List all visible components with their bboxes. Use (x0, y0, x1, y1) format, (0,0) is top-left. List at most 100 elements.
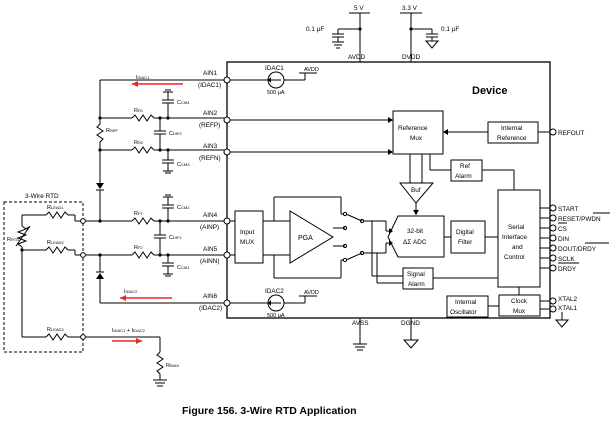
pin-din: DIN (558, 236, 569, 243)
svg-text:(IDAC1): (IDAC1) (198, 82, 221, 89)
ccm1-capacitor: CCM1 (162, 255, 190, 277)
svg-text:IDAC1: IDAC1 (265, 65, 284, 72)
right-pins: START RESET/PWDN CS DIN DOUT/DRDY SCLK D… (540, 204, 610, 273)
svg-text:AIN1: AIN1 (203, 70, 218, 77)
reference-mux-block: Reference Mux (392, 110, 444, 155)
protection-diode-2 (96, 255, 104, 303)
clock-mux-block: Clock Mux (498, 294, 541, 317)
svg-text:Filter: Filter (458, 239, 473, 246)
svg-text:Digital: Digital (456, 229, 474, 236)
internal-reference-block: Internal Reference (487, 121, 539, 144)
rtd-title: 3-Wire RTD (25, 193, 59, 200)
svg-text:RBIAS: RBIAS (166, 363, 179, 369)
figure-caption: Figure 156. 3-Wire RTD Application (182, 405, 357, 417)
cdif1-capacitor: CDIF1 (154, 221, 182, 255)
signal-alarm-block: Signal Alarm (402, 267, 434, 290)
svg-text:AVDD: AVDD (304, 67, 319, 73)
ground-avss: AVSS (352, 318, 369, 351)
svg-text:PGA: PGA (298, 235, 313, 242)
svg-text:AIN6: AIN6 (203, 293, 218, 300)
svg-text:Input: Input (240, 229, 254, 236)
svg-text:(REFN): (REFN) (199, 155, 221, 162)
pin-refout: REFOUT (558, 130, 584, 137)
cap-dvdd-label: 0.1 µF (441, 26, 459, 33)
cap-avdd-label: 0.1 µF (306, 26, 324, 33)
svg-text:RR1: RR1 (134, 108, 144, 114)
pin-ain3: AIN3 (REFN) (199, 143, 231, 162)
rlead3-resistor: RLEAD3 (45, 327, 69, 341)
svg-text:RRTD: RRTD (7, 237, 19, 243)
svg-text:AVDD: AVDD (304, 290, 319, 296)
ground-dgnd: DGND (401, 318, 420, 349)
pga-amp: PGA (289, 210, 334, 264)
rref-resistor: RREF (96, 118, 119, 150)
svg-text:Interface: Interface (502, 234, 527, 241)
rbias-resistor: RBIAS (153, 337, 179, 387)
svg-text:CCM1: CCM1 (177, 265, 190, 271)
svg-text:Buf: Buf (411, 187, 421, 194)
svg-text:RLEAD2: RLEAD2 (47, 240, 64, 246)
pin-cs: CS (558, 226, 567, 233)
device-title: Device (472, 85, 507, 97)
svg-text:AIN5: AIN5 (203, 246, 218, 253)
svg-text:Clock: Clock (511, 298, 528, 305)
idac2-source: IDAC2 AVDD 500 µA (230, 288, 319, 319)
serial-interface-block: Serial Interface and Control (497, 189, 541, 288)
ccm4-capacitor: CCM4 (162, 89, 190, 118)
svg-text:AIN2: AIN2 (203, 110, 218, 117)
svg-text:Mux: Mux (513, 308, 526, 315)
buffer-amp: Buf (398, 182, 435, 204)
svg-text:RF1: RF1 (134, 211, 143, 217)
device-outline (226, 61, 551, 319)
avdd-pin-label: AVDD (348, 54, 366, 61)
pin-ain2: AIN2 (REFP) (199, 110, 231, 129)
rr2-resistor: RR2 (131, 140, 155, 154)
svg-text:3.3 V: 3.3 V (402, 5, 418, 12)
svg-text:Reference: Reference (497, 135, 527, 142)
pin-start: START (558, 206, 578, 213)
pin-xtal2: XTAL2 (558, 296, 578, 303)
svg-text:IIDAC2: IIDAC2 (124, 289, 138, 295)
ccm2-capacitor: CCM2 (162, 194, 190, 221)
svg-text:RR2: RR2 (134, 140, 144, 146)
svg-text:CDIF1: CDIF1 (169, 235, 182, 241)
rf2-resistor: RF2 (131, 245, 155, 259)
svg-text:32-bit: 32-bit (407, 228, 423, 235)
svg-text:Signal: Signal (407, 271, 425, 278)
svg-text:RLEAD3: RLEAD3 (47, 327, 64, 333)
rtd-sensor: RRTD (7, 215, 31, 337)
svg-text:CCM4: CCM4 (177, 100, 190, 106)
svg-text:Reference: Reference (398, 125, 428, 132)
svg-text:5 V: 5 V (354, 5, 364, 12)
internal-oscillator-block: Internal Oscillator (446, 295, 489, 318)
dvdd-pin-label: DVDD (402, 54, 420, 61)
svg-text:AIN4: AIN4 (203, 212, 218, 219)
svg-text:RLEAD1: RLEAD1 (47, 205, 64, 211)
rr1-resistor: RR1 (131, 108, 155, 122)
svg-text:500 µA: 500 µA (267, 313, 285, 319)
rlead1-resistor: RLEAD1 (45, 205, 69, 219)
ccm3-capacitor: CCM3 (162, 150, 190, 174)
svg-text:500 µA: 500 µA (267, 90, 285, 96)
svg-text:IIDAC1 + IIDAC2: IIDAC1 + IIDAC2 (112, 328, 146, 334)
rtd-dashed-box (3, 201, 84, 353)
supply-avdd: 5 V 0.1 µF AVDD (306, 5, 370, 62)
svg-text:RF2: RF2 (134, 245, 143, 251)
svg-text:Internal: Internal (501, 125, 522, 132)
input-mux-block: Input MUX (234, 210, 264, 264)
svg-text:Oscillator: Oscillator (450, 309, 478, 316)
pin-dout: DOUT/DRDY (558, 246, 597, 253)
pin-drdy: DRDY (558, 266, 577, 273)
rf1-resistor: RF1 (131, 211, 155, 225)
ref-alarm-block: Ref Alarm (450, 159, 483, 182)
svg-text:Alarm: Alarm (455, 173, 472, 180)
svg-text:IIDAC1: IIDAC1 (136, 75, 150, 81)
svg-text:RREF: RREF (106, 128, 119, 134)
svg-text:CCM3: CCM3 (177, 162, 190, 168)
svg-text:AIN3: AIN3 (203, 143, 218, 150)
svg-text:Internal: Internal (455, 299, 476, 306)
svg-text:(AINP): (AINP) (200, 224, 219, 231)
rlead2-resistor: RLEAD2 (45, 240, 69, 254)
svg-text:ΔΣ ADC: ΔΣ ADC (403, 239, 427, 246)
